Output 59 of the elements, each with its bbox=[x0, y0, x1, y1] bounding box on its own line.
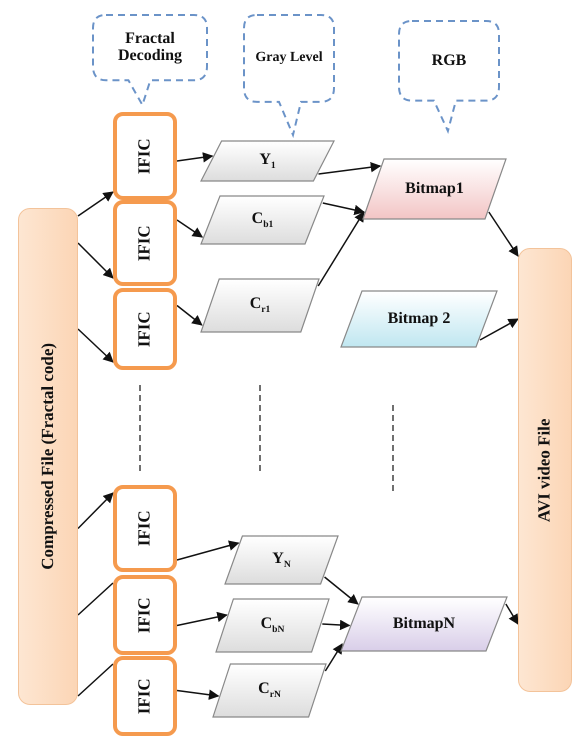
node-label: Bitmap 2 bbox=[388, 310, 450, 328]
arrow bbox=[318, 162, 382, 175]
data-parallelogram bbox=[215, 598, 330, 653]
arrow bbox=[77, 242, 114, 279]
decoder-box bbox=[113, 112, 177, 200]
decoder-box bbox=[113, 575, 177, 655]
arrow bbox=[176, 612, 228, 626]
arrow bbox=[322, 620, 350, 630]
decoder-box bbox=[113, 288, 177, 370]
arrow bbox=[176, 219, 204, 238]
arrow bbox=[505, 604, 519, 625]
node-label: IFIC bbox=[136, 510, 154, 546]
data-parallelogram bbox=[340, 596, 508, 652]
file-box bbox=[18, 208, 78, 705]
node-label: IFIC bbox=[136, 597, 154, 633]
arrow bbox=[176, 540, 240, 561]
node-label: IFIC bbox=[136, 678, 154, 714]
data-parallelogram bbox=[212, 663, 327, 718]
callout-bubble bbox=[92, 14, 208, 106]
data-parallelogram bbox=[340, 290, 498, 348]
arrow bbox=[480, 318, 519, 341]
arrow bbox=[318, 211, 364, 286]
node-label: C$_{r1}$ bbox=[250, 295, 270, 316]
node-label: BitmapN bbox=[392, 615, 456, 633]
decoder-box bbox=[113, 656, 177, 736]
data-parallelogram bbox=[224, 535, 339, 585]
node-label: Gray Level bbox=[255, 50, 323, 66]
node-label: C$_{rN}$ bbox=[258, 680, 281, 701]
node-label: Bitmap1 bbox=[405, 180, 464, 198]
arrow bbox=[176, 152, 214, 163]
data-parallelogram bbox=[200, 278, 320, 333]
node-label: C$_{b1}$ bbox=[252, 210, 274, 230]
arrow bbox=[77, 328, 114, 363]
callout-bubble bbox=[243, 14, 335, 136]
arrow bbox=[176, 304, 203, 326]
node-label: RGB bbox=[432, 52, 466, 70]
arrow bbox=[322, 202, 365, 216]
file-box bbox=[518, 248, 572, 692]
node-label: IFIC bbox=[136, 138, 154, 174]
node-label: IFIC bbox=[136, 225, 154, 261]
decoder-box bbox=[113, 200, 177, 286]
node-label: AVI video File bbox=[536, 418, 554, 522]
data-parallelogram bbox=[362, 158, 507, 220]
arrow bbox=[324, 576, 359, 605]
node-label: Y$_{1}$ bbox=[259, 150, 276, 172]
node-label: Compressed File (Fractal code) bbox=[38, 343, 58, 570]
callout-bubble bbox=[398, 20, 500, 132]
node-label: IFIC bbox=[136, 311, 154, 347]
arrow bbox=[488, 212, 519, 257]
data-parallelogram bbox=[200, 195, 325, 245]
data-parallelogram bbox=[200, 140, 335, 182]
node-label: Fractal Decoding bbox=[117, 30, 183, 65]
decoder-box bbox=[113, 485, 177, 572]
arrow bbox=[176, 690, 220, 700]
node-label: C$_{bN}$ bbox=[260, 615, 284, 636]
node-label: Y$_{N}$ bbox=[272, 550, 291, 570]
arrow bbox=[324, 643, 343, 672]
arrow bbox=[78, 191, 114, 217]
arrow bbox=[77, 492, 114, 530]
